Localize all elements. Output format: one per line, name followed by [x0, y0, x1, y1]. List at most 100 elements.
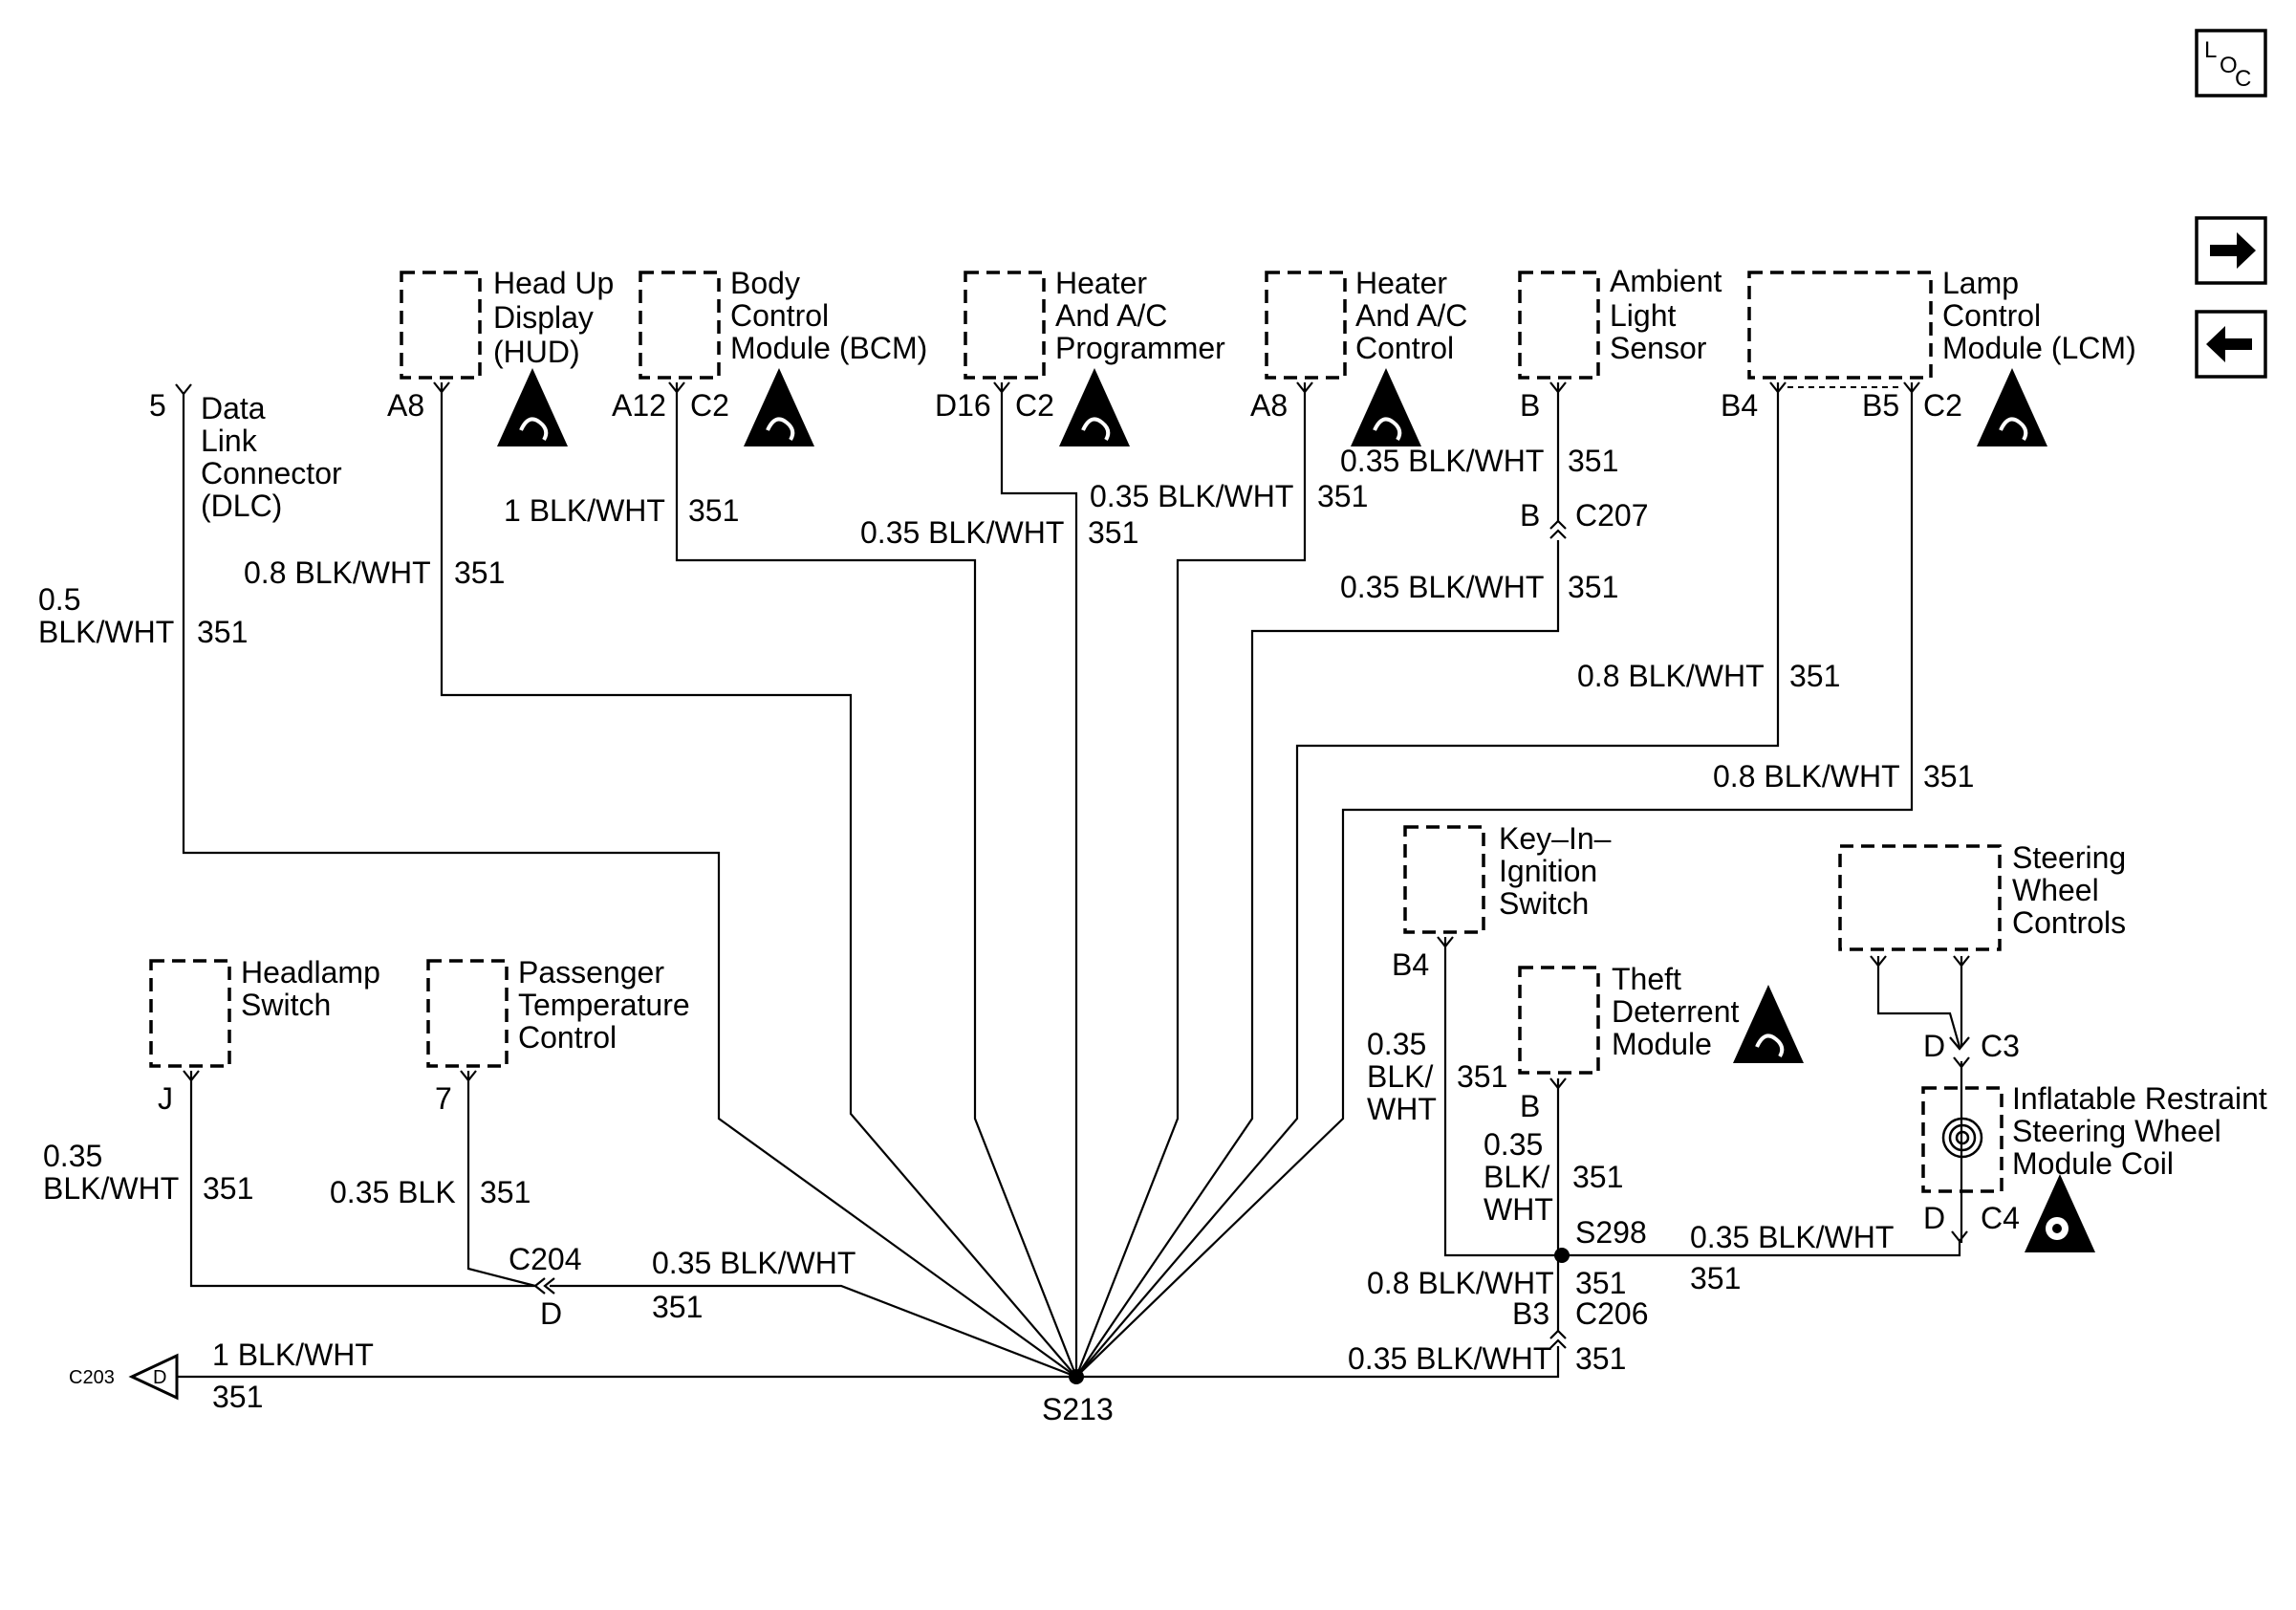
pin-hvac-ctrl: A8 [1250, 388, 1288, 423]
wire-theft-label: 0.35 BLK/ WHT 351 [1484, 1127, 1623, 1227]
pin-theft: B [1520, 1089, 1540, 1123]
key-in-ignition-box [1403, 825, 1485, 934]
hud-box [400, 271, 482, 380]
hvac-control-box [1265, 271, 1347, 380]
airbag-warning-icon [2025, 1174, 2095, 1252]
wire-s298-circuit: 351 [1575, 1266, 1626, 1300]
headlamp-switch-box [149, 959, 231, 1068]
pin-key-in: B4 [1392, 947, 1429, 982]
pin-hud: A8 [387, 388, 424, 423]
wire-c204-circuit: 351 [652, 1290, 703, 1324]
svg-text:0.35: 0.35 [43, 1139, 102, 1173]
splice-s298-label: S298 [1575, 1215, 1647, 1250]
steering-wheel-controls-label: Steering Wheel Controls [2012, 840, 2126, 940]
svg-text:351: 351 [1457, 1059, 1507, 1094]
ptc-box [426, 959, 509, 1068]
svg-text:(HUD): (HUD) [493, 335, 580, 369]
svg-text:Theft: Theft [1612, 962, 1681, 996]
c207-label: C207 [1575, 498, 1649, 533]
wire-dlc-label: 0.5 BLK/WHT 351 [38, 582, 248, 649]
svg-text:And A/C: And A/C [1055, 298, 1167, 333]
wire-dlc [182, 392, 1077, 1378]
svg-text:Temperature: Temperature [518, 988, 690, 1022]
svg-text:Heater: Heater [1355, 266, 1447, 300]
svg-text:Control: Control [518, 1020, 617, 1055]
svg-text:Deterrent: Deterrent [1612, 994, 1740, 1029]
wire-ctrl-size: 0.35 BLK/WHT [1090, 479, 1293, 513]
pin-hvac-prog: D16 [935, 388, 991, 423]
wire-coil-size: 0.35 BLK/WHT [1690, 1220, 1894, 1254]
splice-s213 [1069, 1369, 1084, 1384]
svg-text:Light: Light [1610, 298, 1677, 333]
svg-text:0.35: 0.35 [1367, 1027, 1426, 1061]
c206-label: C206 [1575, 1296, 1649, 1331]
svg-text:Sensor: Sensor [1610, 331, 1707, 365]
svg-text:Passenger: Passenger [518, 955, 664, 990]
splice-s298 [1554, 1248, 1570, 1263]
svg-text:Headlamp: Headlamp [241, 955, 380, 990]
hvac-control-label: Heater And A/C Control [1355, 266, 1467, 365]
splice-s213-label: S213 [1042, 1392, 1114, 1426]
c207-pin: B [1520, 498, 1540, 533]
wire-headlamp [189, 1071, 535, 1288]
wire-prog-size: 0.35 BLK/WHT [860, 515, 1064, 550]
wire-lcm-b4 [1075, 382, 1780, 1378]
theft-deterrent-label: Theft Deterrent Module [1612, 962, 1740, 1061]
c204-pin: D [540, 1296, 562, 1331]
wire-hud [440, 382, 1077, 1378]
svg-text:Module (LCM): Module (LCM) [1942, 331, 2136, 365]
svg-text:BLK/WHT: BLK/WHT [38, 615, 174, 649]
svg-text:351: 351 [197, 615, 248, 649]
esd-warning-icon [1059, 368, 1130, 446]
wire-c204-size: 0.35 BLK/WHT [652, 1246, 856, 1280]
svg-text:And A/C: And A/C [1355, 298, 1467, 333]
wire-ptc [466, 1071, 536, 1288]
hvac-programmer-box [964, 271, 1046, 380]
bcm-box [639, 271, 721, 380]
wire-coil-circuit: 351 [1690, 1261, 1741, 1295]
c206-pin: B3 [1512, 1296, 1549, 1331]
wire-c206-s213 [1076, 1346, 1560, 1379]
wire-c206-size: 0.35 BLK/WHT [1348, 1341, 1551, 1376]
lcm-label: Lamp Control Module (LCM) [1942, 266, 2136, 365]
wire-hud-circuit: 351 [454, 555, 505, 590]
esd-warning-icon [1977, 368, 2047, 446]
pin-lcm-b4: B4 [1721, 388, 1758, 423]
wire-ambient-bottom [1075, 540, 1560, 1378]
wire-sw-controls-d [1876, 956, 1961, 1048]
bcm-label: Body Control Module (BCM) [730, 266, 927, 365]
loc-button[interactable]: L O C [2195, 29, 2267, 98]
svg-text:0.35: 0.35 [1484, 1127, 1543, 1162]
prev-page-button[interactable] [2195, 310, 2267, 379]
svg-text:Module Coil: Module Coil [2012, 1146, 2174, 1181]
svg-text:Programmer: Programmer [1055, 331, 1225, 365]
svg-text:WHT: WHT [1484, 1192, 1553, 1227]
wire-c203-size: 1 BLK/WHT [212, 1338, 374, 1372]
next-page-button[interactable] [2195, 216, 2267, 285]
c204-label: C204 [509, 1242, 582, 1276]
svg-text:Heater: Heater [1055, 266, 1147, 300]
svg-text:Ambient: Ambient [1610, 264, 1722, 298]
conn-hvac-prog: C2 [1015, 388, 1054, 423]
wire-headlamp-label: 0.35 BLK/WHT 351 [43, 1139, 253, 1206]
wire-lcm-b4-circuit: 351 [1789, 659, 1840, 693]
key-in-ignition-label: Key–In– Ignition Switch [1499, 821, 1612, 921]
svg-text:BLK/WHT: BLK/WHT [43, 1171, 179, 1206]
wire-hvac-control [1074, 382, 1307, 1378]
svg-text:Link: Link [201, 424, 258, 458]
wire-key-in [1443, 937, 1562, 1257]
svg-text:Wheel: Wheel [2012, 873, 2099, 907]
wire-ptc-circuit: 351 [480, 1175, 531, 1209]
svg-text:Steering: Steering [2012, 840, 2126, 875]
loc-letter-c: C [2235, 66, 2251, 92]
wire-c203-circuit: 351 [212, 1380, 263, 1414]
wire-lcm-b5-size: 0.8 BLK/WHT [1713, 759, 1900, 794]
svg-text:WHT: WHT [1367, 1092, 1437, 1126]
wire-hud-size: 0.8 BLK/WHT [244, 555, 431, 590]
hud-label: Head Up Display (HUD) [493, 266, 614, 369]
pin-ptc: 7 [435, 1081, 452, 1116]
svg-text:Inflatable Restraint: Inflatable Restraint [2012, 1081, 2267, 1116]
svg-text:Display: Display [493, 300, 594, 335]
ambient-light-sensor-box [1518, 271, 1600, 380]
conn-lcm: C2 [1923, 388, 1962, 423]
